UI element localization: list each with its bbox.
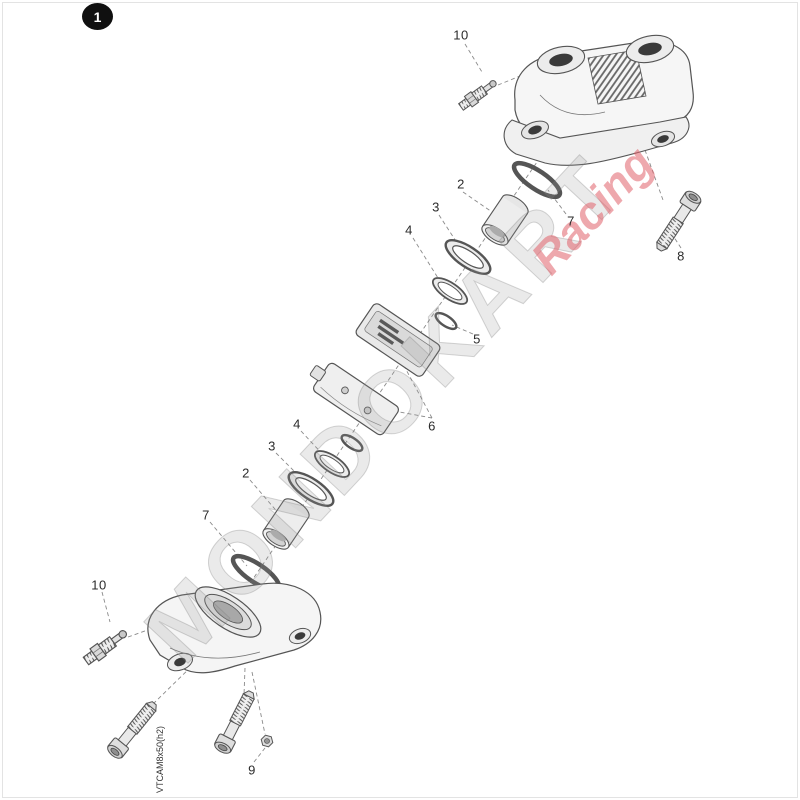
bolt-part-code: VTCAM8x50(h2) [155, 725, 165, 793]
callout-7-lower: 7 [202, 507, 210, 523]
bleed-fitting-top [456, 76, 500, 113]
caliper-lug-left [166, 652, 194, 672]
caliper-lug-right [288, 627, 312, 645]
callout-2-lower: 2 [242, 465, 250, 481]
pad-marking [377, 324, 405, 345]
mount-bolt-left [104, 697, 162, 762]
leader-line [412, 237, 444, 287]
caliper-mount-hole-right [650, 130, 676, 148]
callout-3-upper: 3 [432, 199, 440, 215]
callout-8: 8 [677, 248, 685, 264]
caliper-body-bottom [147, 582, 322, 674]
leader-line [462, 191, 493, 213]
leader-line [209, 521, 248, 567]
caliper-bore [194, 586, 262, 638]
callout-6: 6 [428, 418, 436, 434]
mount-bolt-right [212, 687, 260, 757]
caliper-bolt-8 [651, 188, 704, 256]
leader-line [401, 361, 433, 419]
leader-line [451, 324, 474, 335]
callout-7-upper: 7 [567, 213, 575, 229]
leader-line [667, 227, 682, 249]
bleed-fitting-bottom [81, 625, 131, 668]
callout-10-bottom: 10 [91, 577, 107, 593]
piston-lower [262, 498, 310, 550]
retaining-clip-lower [340, 433, 364, 453]
callout-2-upper: 2 [457, 176, 465, 192]
callout-4-upper: 4 [405, 222, 413, 238]
caliper-boss-right [625, 34, 675, 64]
piston-upper [481, 194, 529, 246]
leader-line [547, 189, 567, 215]
seal-upper [444, 239, 492, 275]
oring-upper [511, 160, 563, 200]
leader-line [251, 671, 266, 735]
leader-line [464, 43, 483, 73]
caliper-boss-left [536, 45, 586, 75]
leader-line [253, 747, 266, 763]
pad-marking [379, 318, 400, 334]
leader-line [101, 591, 111, 623]
brake-pad-inner [355, 303, 441, 377]
leader-line [644, 149, 664, 201]
nut-9 [260, 734, 274, 748]
callout-4-lower: 4 [293, 416, 301, 432]
retaining-clip-upper [434, 311, 458, 331]
brake-pad-outer [309, 362, 399, 436]
figure-number-badge: 1 [82, 3, 113, 30]
dust-ring-upper [431, 277, 469, 305]
callout-3-lower: 3 [268, 438, 276, 454]
callout-5: 5 [473, 331, 481, 347]
callout-10-top: 10 [453, 27, 469, 43]
dust-ring-lower [313, 450, 351, 478]
caliper-body-top [503, 34, 694, 166]
pad-marking [377, 332, 395, 346]
callout-9: 9 [248, 762, 256, 778]
caliper-mount-hole-left [521, 120, 549, 140]
seal-lower [287, 471, 335, 507]
leader-line [249, 479, 281, 516]
leader-line [243, 667, 246, 696]
